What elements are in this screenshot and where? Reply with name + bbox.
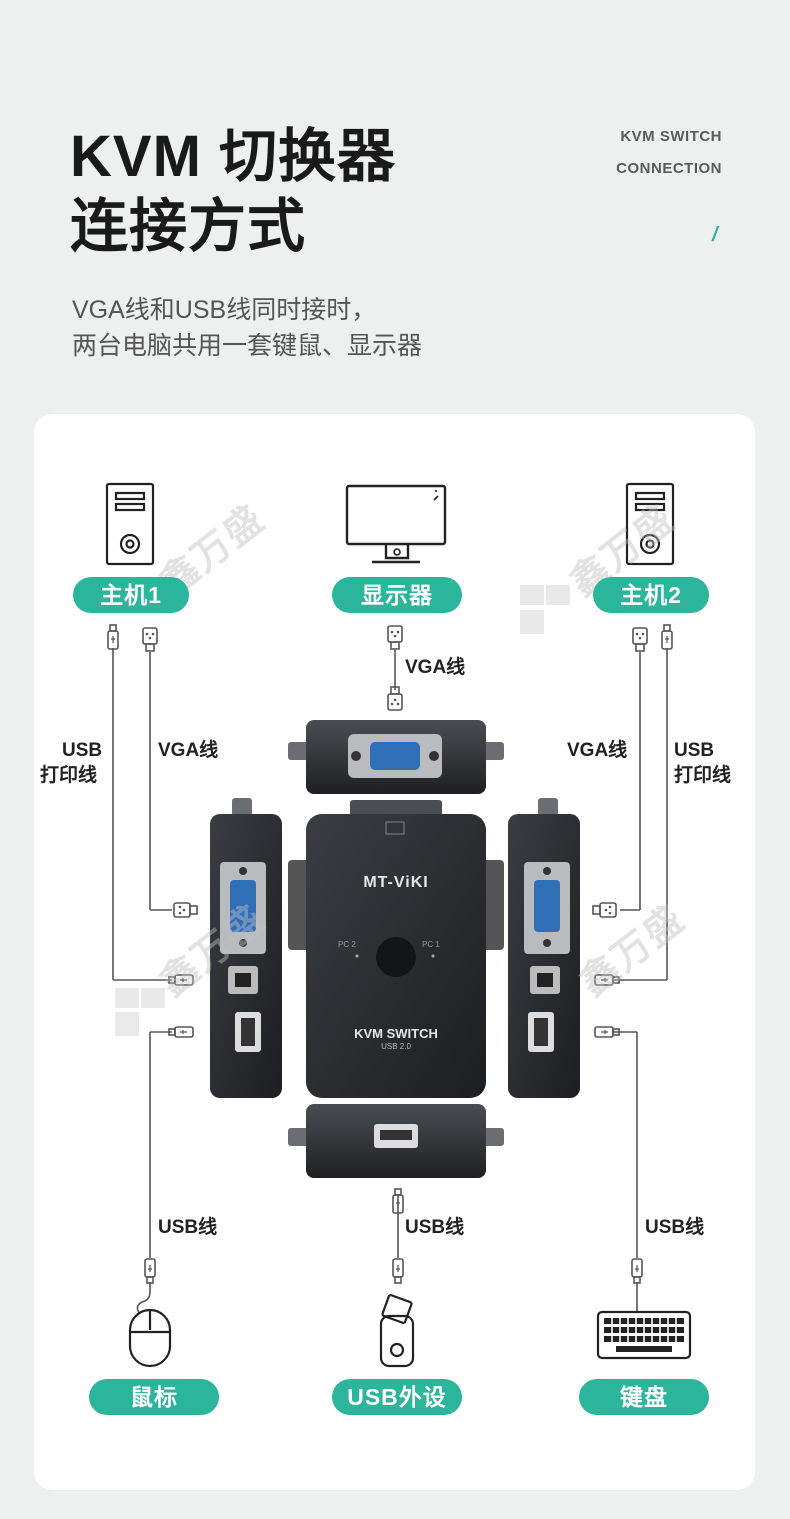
tag-line-1: KVM SWITCH (620, 128, 722, 145)
device-bottom-view (288, 1104, 504, 1178)
label-pc2-vga: VGA线 (567, 740, 628, 761)
pc1-tower-icon (105, 482, 155, 566)
monitor-icon (345, 484, 447, 564)
mouse-icon (128, 1308, 172, 1368)
subtitle-line-2: 两台电脑共用一套键鼠、显示器 (72, 332, 423, 360)
device-pc2-mark: PC 2 (338, 940, 356, 949)
label-pc1-usb-2: 打印线 (40, 765, 98, 786)
kvm-device (288, 800, 504, 1098)
tag-line-2: CONNECTION (616, 160, 722, 177)
pc2-tower-icon (625, 482, 675, 566)
label-mouse-usb: USB线 (158, 1217, 218, 1238)
node-monitor: 显示器 (332, 577, 462, 613)
node-pc2: 主机2 (593, 577, 709, 613)
node-usb-device: USB外设 (332, 1379, 462, 1415)
device-left-side (210, 798, 282, 1098)
accent-slash: / (712, 224, 718, 246)
label-device-usb: USB线 (405, 1217, 465, 1238)
title-line-1: KVM 切换器 (70, 124, 397, 189)
device-pc1-mark: PC 1 (422, 940, 440, 949)
label-monitor-vga: VGA线 (405, 657, 466, 678)
label-pc2-usb-2: 打印线 (674, 765, 732, 786)
label-pc1-vga: VGA线 (158, 740, 219, 761)
subtitle: VGA线和USB线同时接时， 两台电脑共用一套键鼠、显示器 (72, 292, 422, 364)
device-sub: USB 2.0 (381, 1042, 411, 1051)
usb-stick-icon (379, 1294, 415, 1368)
title-line-2: 连接方式 (70, 194, 307, 259)
label-pc1-usb-1: USB (62, 740, 103, 761)
cables (112, 648, 668, 1315)
node-keyboard: 键盘 (579, 1379, 709, 1415)
label-pc2-usb-1: USB (674, 740, 715, 761)
node-pc1: 主机1 (73, 577, 189, 613)
device-brand: MT-ViKI (363, 874, 429, 891)
device-top-view (288, 720, 504, 794)
page-title: KVM 切换器 连接方式 (70, 122, 396, 262)
node-mouse: 鼠标 (89, 1379, 219, 1415)
device-model: KVM SWITCH (354, 1026, 438, 1041)
subtitle-line-1: VGA线和USB线同时接时， (72, 296, 377, 324)
label-keyboard-usb: USB线 (645, 1217, 705, 1238)
keyboard-icon (596, 1310, 692, 1360)
device-right-side (508, 798, 580, 1098)
